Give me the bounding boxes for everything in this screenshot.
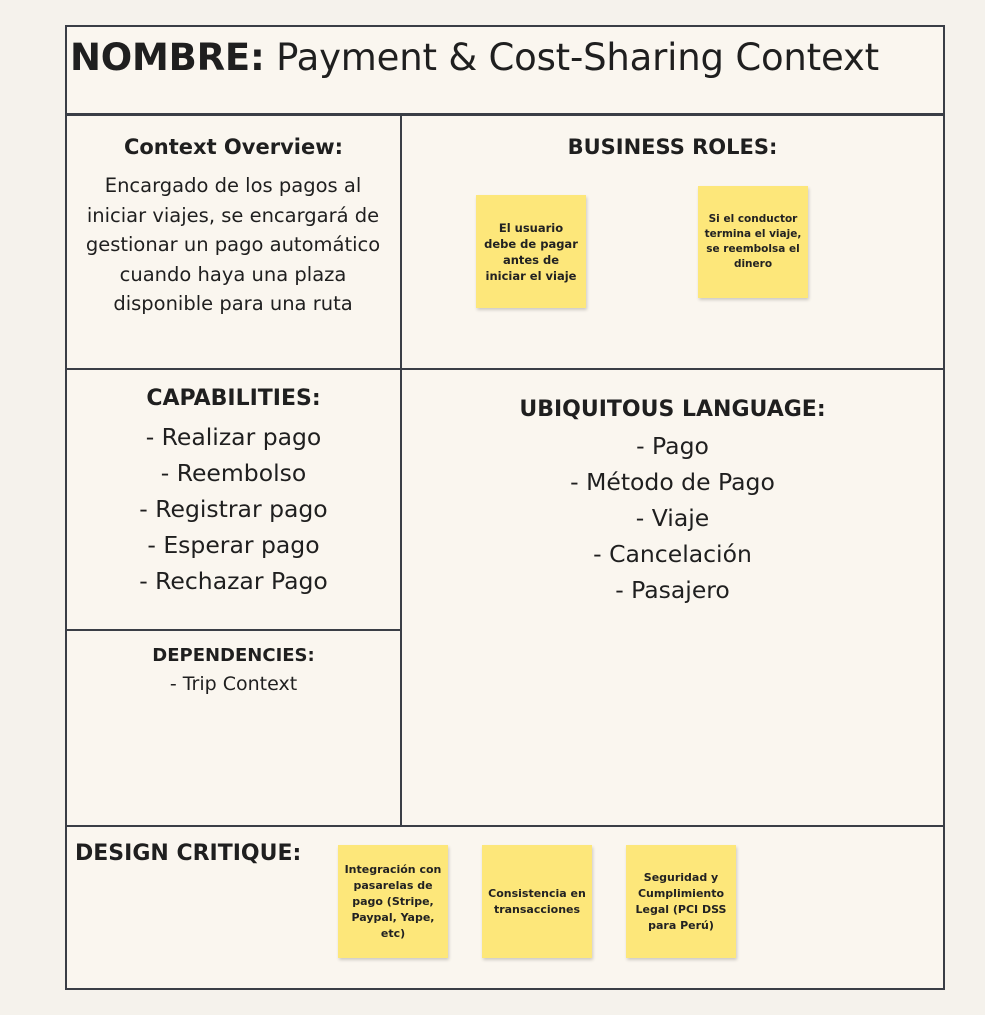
capabilities-list: - Realizar pago - Reembolso - Registrar …	[65, 419, 402, 599]
dependencies-cell	[65, 629, 402, 827]
name-value: Payment & Cost-Sharing Context	[276, 36, 879, 79]
list-item: - Registrar pago	[139, 495, 328, 523]
header-cell	[65, 25, 945, 115]
list-item: - Esperar pago	[147, 531, 320, 559]
list-item: - Reembolso	[160, 459, 307, 487]
list-item: - Trip Context	[169, 673, 298, 695]
sticky-note-design-critique[interactable]: Consistencia en transacciones	[482, 845, 592, 958]
business-roles-heading: BUSINESS ROLES:	[567, 135, 778, 159]
sticky-note-design-critique[interactable]: Seguridad y Cumplimiento Legal (PCI DSS …	[626, 845, 736, 958]
ubiquitous-language-heading: UBIQUITOUS LANGUAGE:	[519, 397, 826, 422]
capabilities-cell	[65, 368, 402, 631]
ubiquitous-language-cell	[400, 368, 945, 827]
list-item: - Pasajero	[615, 576, 730, 604]
dependencies-heading: DEPENDENCIES:	[152, 645, 315, 666]
list-item: - Pago	[636, 432, 709, 460]
list-item: - Realizar pago	[145, 423, 322, 451]
design-critique-heading: DESIGN CRITIQUE:	[75, 841, 302, 866]
list-item: - Rechazar Pago	[139, 567, 328, 595]
page-title: NOMBRE: Payment & Cost-Sharing Context	[70, 32, 879, 84]
dependencies-list: - Trip Context	[65, 671, 402, 698]
name-label: NOMBRE:	[70, 36, 265, 79]
context-overview-heading: Context Overview:	[123, 135, 344, 159]
sticky-note-design-critique[interactable]: Integración con pasarelas de pago (Strip…	[338, 845, 448, 958]
ubiquitous-language-list: - Pago - Método de Pago - Viaje - Cancel…	[400, 428, 945, 608]
sticky-note-business-role[interactable]: El usuario debe de pagar antes de inicia…	[476, 195, 586, 308]
context-overview-text: Encargado de los pagos al iniciar viajes…	[85, 174, 381, 315]
list-item: - Método de Pago	[570, 468, 775, 496]
list-item: - Viaje	[635, 504, 710, 532]
sticky-note-business-role[interactable]: Si el conductor termina el viaje, se ree…	[698, 186, 808, 298]
capabilities-heading: CAPABILITIES:	[146, 386, 321, 411]
list-item: - Cancelación	[593, 540, 752, 568]
